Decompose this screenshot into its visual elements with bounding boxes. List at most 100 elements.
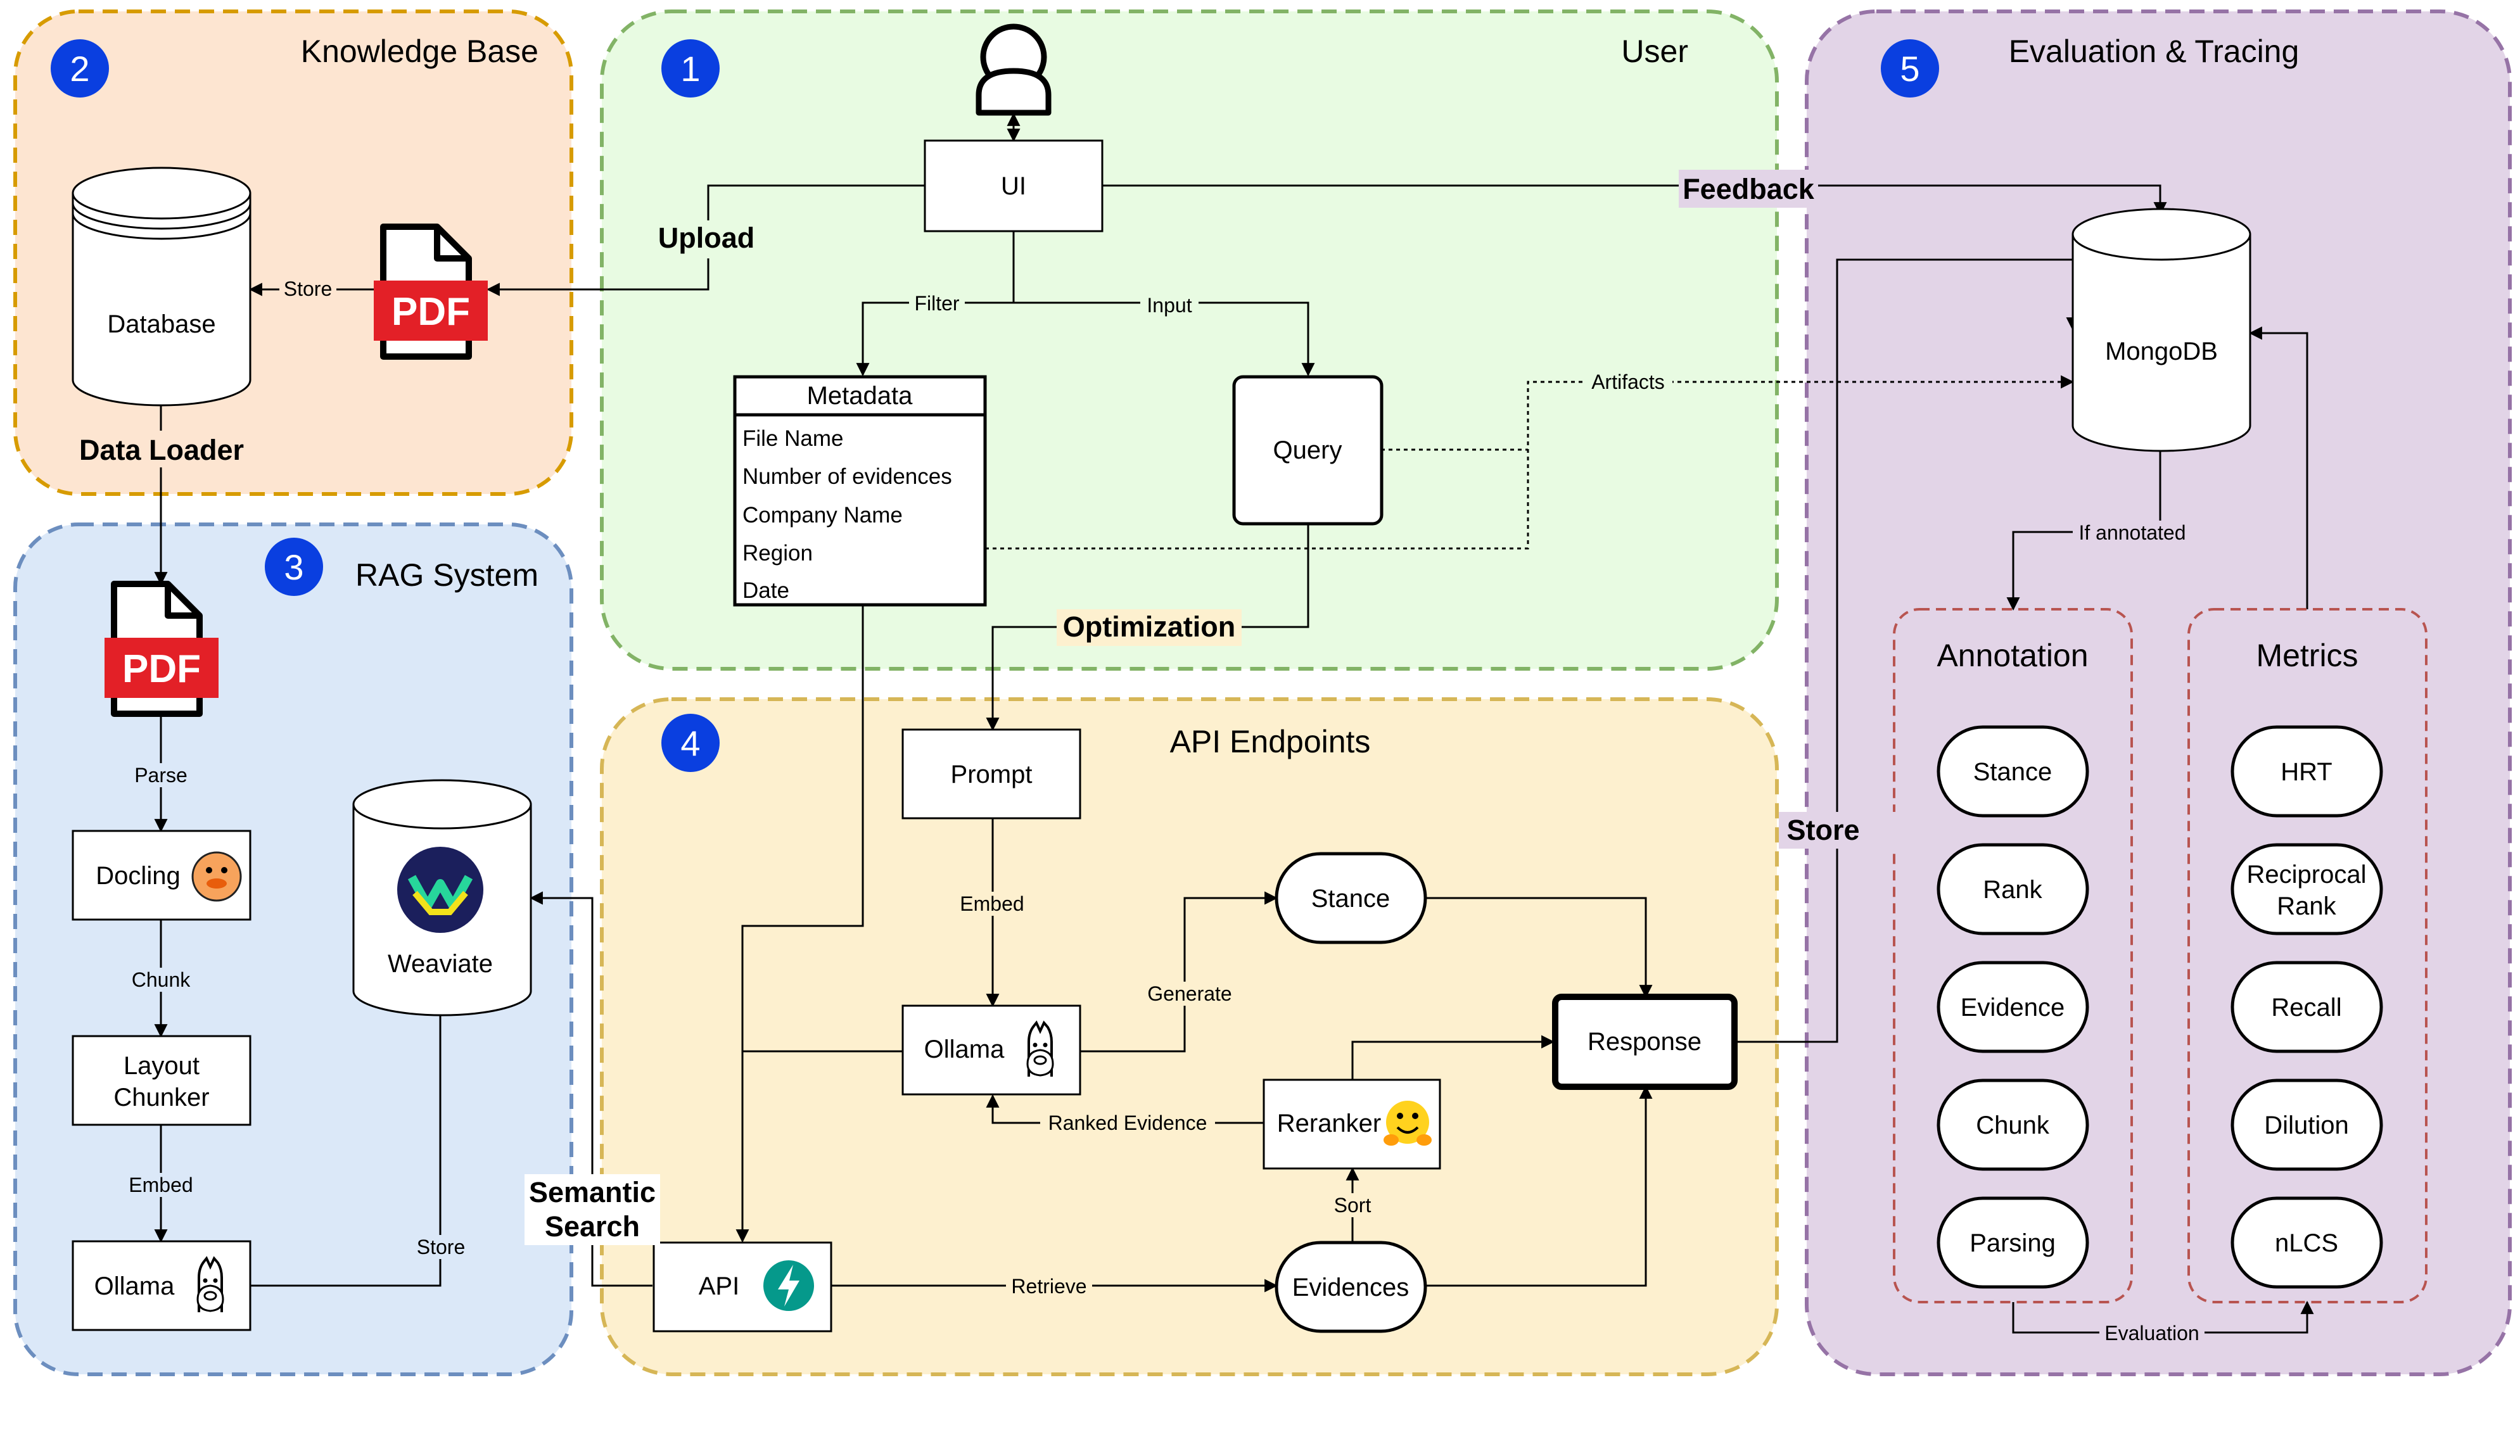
metric-item-nlcs: nLCS [2230,1196,2383,1289]
annotation-item-parsing: Parsing [1937,1196,2089,1289]
pdf-icon: PDF [374,227,488,357]
pdf-icon: PDF [105,584,219,714]
annotation-item-evidence: Evidence [1937,961,2089,1053]
edge-artifacts-metadata [985,375,2075,550]
edge-label-chunk: Chunk [132,968,191,991]
node-label: Ollama [924,1035,1005,1063]
annotation-item-rank: Rank [1937,843,2089,935]
panel-title: API Endpoints [1170,724,1371,759]
panel-title: RAG System [355,557,538,593]
edge-label-semantic-search: Semantic [529,1176,656,1208]
annotation-item-stance: Stance [1937,725,2089,818]
metadata-title: Metadata [807,382,913,410]
edge-input [1014,301,1315,377]
user-icon [976,23,1052,116]
edge-label-embed: Embed [960,892,1024,915]
node-label: API [699,1272,739,1300]
annotation-label: Chunk [1976,1111,2050,1139]
metric-item-recall: Recall [2230,961,2383,1053]
panel-title: Knowledge Base [301,34,538,69]
node-label: Reranker [1277,1110,1382,1137]
panel-number-badge [51,39,109,98]
metric-item-hrt: HRT [2230,725,2383,818]
metrics-group: Metrics HRT Reciprocal Rank Recall Dilut… [2187,608,2428,1303]
api-endpoints-panel: 4 API Endpoints [600,697,1779,1376]
panel-number-badge [1881,39,1939,98]
metadata-field: Company Name [742,503,903,528]
node-label: Stance [1311,885,1390,913]
edge-label-data-loader: Data Loader [79,434,244,466]
annotation-label: Rank [1983,876,2042,904]
panel-title: User [1621,34,1688,69]
annotation-label: Evidence [1961,994,2065,1022]
node-label: Query [1273,436,1342,464]
edge-semantic-search [529,891,652,1287]
edge-generate [1080,891,1278,1053]
edge-label-retrieve: Retrieve [1011,1275,1086,1298]
ui-node: UI [924,139,1104,232]
query-node: Query [1232,375,1384,526]
pdf-icon-label: PDF [391,290,470,334]
edge-label-parse: Parse [134,764,188,787]
edge-reranker-response [1351,1035,1555,1080]
evidences-node: Evidences [1275,1241,1427,1333]
node-label: Prompt [951,761,1033,788]
node-label: Docling [96,862,180,890]
edge-label-store: Store [284,277,332,300]
edge-labels: Store Filter Input Artifacts If annotate… [70,170,2205,1345]
edge-stance-response [1425,897,1653,999]
metadata-field: Region [742,541,813,566]
edge-store-weaviate [250,977,447,1287]
edge-label-ranked-evidence: Ranked Evidence [1048,1111,1207,1134]
node-label: Database [107,310,215,338]
annotation-label: Parsing [1970,1229,2056,1257]
panel-number: 4 [680,723,700,763]
metadata-field: File Name [742,426,843,451]
docling-node: Docling [72,830,251,921]
api-node: API [652,1241,832,1333]
edge-label-generate: Generate [1147,982,1231,1005]
node-label: Chunker [113,1084,209,1111]
metric-label: Rank [2277,892,2336,920]
edge-label-semantic-search: Search [545,1210,640,1243]
edge-metadata-api [735,605,864,1243]
panel-number: 3 [284,547,303,587]
metric-label: Dilution [2264,1111,2348,1139]
panel-number: 5 [1900,49,1919,89]
edge-label-upload: Upload [658,222,755,254]
node-label: Layout [124,1052,200,1080]
panel-number: 1 [680,49,700,89]
database-node: Database [72,167,251,407]
panel-number-badge [265,538,323,596]
annotation-label: Stance [1973,758,2052,786]
edge-label-embed: Embed [129,1174,193,1196]
panel-title: Evaluation & Tracing [2009,34,2300,69]
edge-label-optimization: Optimization [1063,611,1235,643]
rag-system-panel: 3 RAG System [13,522,573,1376]
group-title: Annotation [1937,638,2088,673]
metric-label: Reciprocal [2247,861,2367,889]
metadata-node: Metadata File Name Number of evidences C… [733,375,987,607]
panel-number-badge [661,714,720,772]
annotation-group: Annotation Stance Rank Evidence Chunk Pa… [1893,608,2133,1303]
edge-label-sort: Sort [1334,1194,1371,1217]
response-node: Response [1552,994,1738,1090]
node-label: Evidences [1292,1274,1410,1301]
metadata-field: Date [742,578,789,603]
metric-label: nLCS [2275,1229,2338,1257]
edge-label-store-response: Store [1786,814,1859,846]
metric-item-dilution: Dilution [2230,1079,2383,1171]
metric-item-reciprocal-rank: Reciprocal Rank [2230,843,2383,935]
stance-node: Stance [1275,852,1427,944]
node-label: Response [1588,1028,1702,1056]
node-label: Ollama [94,1272,175,1300]
fastapi-bolt-icon [763,1260,814,1311]
duckling-icon [191,851,242,902]
panel-number-badge [661,39,720,98]
edge-label-artifacts: Artifacts [1591,370,1665,393]
layout-chunker-node: Layout Chunker [72,1035,251,1126]
weaviate-node: Weaviate [352,779,532,1016]
metric-label: HRT [2281,758,2332,786]
pdf-icon-label: PDF [122,647,201,691]
